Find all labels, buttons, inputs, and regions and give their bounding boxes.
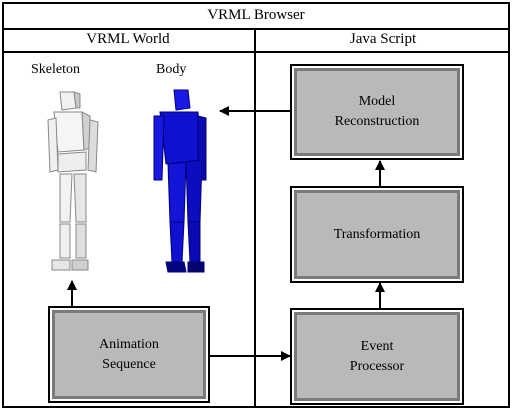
event-processor-box: Event Processor <box>290 308 464 405</box>
panel-divider <box>254 28 256 408</box>
model-reconstruction-box: Model Reconstruction <box>290 64 464 160</box>
body-label: Body <box>156 62 187 77</box>
event-processor-line1: Event <box>360 338 394 354</box>
model-reconstruction-line2: Reconstruction <box>334 114 420 129</box>
java-script-header: Java Script <box>256 28 510 53</box>
vrml-world-header: VRML World <box>2 28 254 53</box>
animation-sequence-line1: Animation <box>99 336 159 352</box>
animation-sequence-line2: Sequence <box>102 356 156 372</box>
skeleton-label: Skeleton <box>31 62 80 77</box>
browser-title: VRML Browser <box>2 2 510 30</box>
model-reconstruction-line1: Model <box>358 94 396 109</box>
event-processor-line2: Processor <box>349 358 405 374</box>
transformation-label: Transformation <box>333 226 421 242</box>
animation-sequence-box: Animation Sequence <box>48 306 210 403</box>
transformation-box: Transformation <box>290 186 464 283</box>
